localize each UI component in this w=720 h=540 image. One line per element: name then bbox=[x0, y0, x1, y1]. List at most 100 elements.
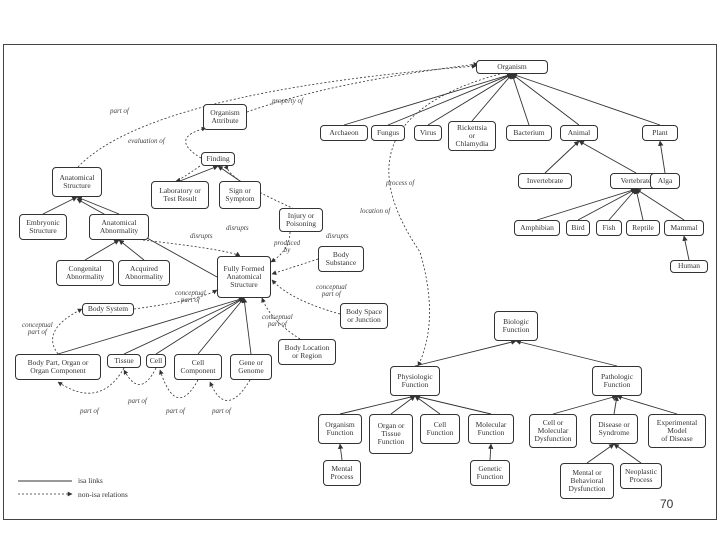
node-anatomical-structure: Anatomical Structure bbox=[52, 167, 102, 197]
isa-edge-physiologic-function-to-biologic-function bbox=[414, 339, 517, 367]
node-tissue: Tissue bbox=[107, 354, 141, 368]
relation-label-location-of-1: location of bbox=[360, 207, 391, 215]
node-animal: Animal bbox=[560, 125, 598, 141]
isa-edge-bacterium-to-organism bbox=[510, 73, 530, 126]
isa-edge-molecular-function-to-physiologic-function bbox=[414, 394, 492, 415]
node-organism-attribute: Organism Attribute bbox=[203, 104, 247, 130]
relation-label-disrupts-3: disrupts bbox=[190, 232, 213, 240]
isa-edge-amphibian-to-vertebrate bbox=[536, 187, 637, 221]
node-injury-poisoning: Injury or Poisoning bbox=[279, 208, 323, 232]
isa-edge-genetic-function-to-molecular-function bbox=[488, 443, 494, 461]
relation-edge-part-of-organism bbox=[77, 63, 477, 168]
relation-edge-part-of-b1 bbox=[57, 367, 125, 394]
relation-edge-adjacent-part-of bbox=[52, 308, 83, 355]
diagram-frame bbox=[3, 44, 717, 520]
isa-edge-reptile-to-vertebrate bbox=[634, 188, 644, 221]
node-fully-formed: Fully Formed Anatomical Structure bbox=[217, 256, 271, 298]
relation-label-part-of-b4: part of bbox=[212, 407, 231, 415]
legend-isa-label: isa links bbox=[78, 476, 103, 485]
relation-edge-evaluation-of bbox=[185, 126, 207, 159]
node-congenital-abnormality: Congenital Abnormality bbox=[56, 260, 114, 286]
node-pathologic-function: Pathologic Function bbox=[592, 366, 642, 396]
node-alga: Alga bbox=[650, 173, 680, 189]
isa-edge-neoplastic-process-to-disease-syndrome bbox=[613, 443, 642, 464]
isa-edge-fish-to-vertebrate bbox=[608, 188, 637, 221]
relation-label-disrupts-1: disrupts bbox=[226, 224, 249, 232]
isa-edge-invertebrate-to-animal bbox=[544, 140, 580, 174]
isa-edge-congenital-abnormality-to-anatomical-abnormality bbox=[84, 239, 120, 261]
relation-label-part-of-b1: part of bbox=[80, 407, 99, 415]
node-cell-component: Cell Component bbox=[174, 354, 222, 380]
relation-edge-conceptual-part-of-2 bbox=[271, 279, 341, 315]
isa-edge-gene-to-fully-formed bbox=[241, 297, 252, 355]
isa-edge-mental-behavioral-to-disease-syndrome bbox=[586, 443, 615, 464]
node-amphibian: Amphibian bbox=[514, 220, 560, 236]
node-body-substance: Body Substance bbox=[318, 246, 364, 272]
relation-edge-part-of-b2 bbox=[123, 367, 157, 385]
node-archaeon: Archaeon bbox=[320, 125, 368, 141]
isa-edge-cell-to-fully-formed bbox=[155, 297, 245, 355]
isa-edge-anatomical-abnormality-to-anatomical-structure bbox=[76, 196, 120, 215]
node-organism: Organism bbox=[476, 60, 548, 74]
isa-edge-plant-to-organism bbox=[511, 73, 661, 126]
isa-edge-pathologic-function-to-biologic-function bbox=[515, 339, 618, 367]
relation-label-part-of-top: part of bbox=[110, 107, 129, 115]
node-mental-process: Mental Process bbox=[323, 460, 361, 486]
isa-edge-cell-molecular-dysfunction-to-pathologic-function bbox=[552, 394, 618, 415]
node-fungus: Fungus bbox=[371, 125, 405, 141]
node-lab-result: Laboratory or Test Result bbox=[151, 181, 209, 209]
relation-label-property-of: property of bbox=[272, 97, 304, 105]
page-number: 70 bbox=[660, 497, 674, 511]
isa-edge-animal-to-organism bbox=[511, 73, 580, 126]
isa-edge-organism-function-to-physiologic-function bbox=[339, 394, 416, 415]
node-bird: Bird bbox=[566, 220, 590, 236]
relation-label-process-of: process of bbox=[386, 179, 415, 187]
isa-edge-alga-to-plant bbox=[658, 140, 666, 174]
node-cell: Cell bbox=[146, 354, 166, 368]
isa-edge-archaeon-to-organism bbox=[343, 72, 513, 126]
isa-edge-virus-to-organism bbox=[427, 73, 513, 126]
isa-edge-vertebrate-to-animal bbox=[578, 140, 637, 174]
node-body-system: Body System bbox=[82, 303, 134, 316]
isa-edge-lab-result-to-finding bbox=[179, 165, 219, 182]
relation-label-part-of-b2: part of bbox=[128, 397, 147, 405]
relation-label-conceptual-part-of-3: conceptual part of bbox=[262, 313, 293, 329]
isa-edge-mental-process-to-organism-function bbox=[337, 443, 344, 461]
node-genetic-function: Genetic Function bbox=[470, 460, 510, 486]
relation-label-disrupts-2: disrupts bbox=[326, 232, 349, 240]
relation-edge-conceptual-part-of-1 bbox=[133, 289, 218, 310]
node-mental-behavioral: Mental or Behavioral Dysfunction bbox=[560, 463, 614, 499]
node-sign-symptom: Sign or Symptom bbox=[219, 181, 261, 209]
node-rickettsia: Rickettsia or Chlamydia bbox=[448, 121, 496, 151]
relation-edge-conceptual-part-of-3 bbox=[261, 297, 301, 340]
isa-edge-rickettsia-to-organism bbox=[471, 73, 513, 122]
relation-edge-finding-sub bbox=[175, 165, 201, 183]
isa-edge-experimental-model-to-pathologic-function bbox=[616, 394, 678, 415]
relation-edge-process-of bbox=[388, 73, 501, 367]
node-finding: Finding bbox=[201, 152, 235, 166]
node-mammal: Mammal bbox=[664, 220, 704, 236]
node-body-space: Body Space or Junction bbox=[340, 303, 388, 329]
isa-edge-body-part-to-fully-formed bbox=[57, 296, 245, 355]
relation-label-conceptual-part-of-2: conceptual part of bbox=[316, 283, 347, 299]
node-cell-function: Cell Function bbox=[420, 414, 460, 444]
node-embryonic-structure: Embryonic Structure bbox=[19, 214, 67, 240]
isa-edge-acquired-abnormality-to-anatomical-abnormality bbox=[118, 239, 145, 261]
node-gene: Gene or Genome bbox=[230, 354, 272, 380]
node-anatomical-abnormality: Anatomical Abnormality bbox=[89, 214, 149, 240]
node-physiologic-function: Physiologic Function bbox=[390, 366, 440, 396]
node-molecular-function: Molecular Function bbox=[468, 414, 514, 444]
relation-edge-part-of-b3 bbox=[159, 369, 199, 399]
relation-edge-disrupts-2 bbox=[142, 239, 241, 257]
legend-non-isa-label: non-isa relations bbox=[78, 490, 128, 499]
node-virus: Virus bbox=[414, 125, 442, 141]
node-disease-syndrome: Disease or Syndrome bbox=[590, 414, 638, 444]
node-cell-molecular-dysfunction: Cell or Molecular Dysfunction bbox=[529, 414, 577, 448]
isa-edge-human-to-mammal bbox=[682, 235, 690, 261]
node-bacterium: Bacterium bbox=[506, 125, 552, 141]
node-body-part: Body Part, Organ or Organ Component bbox=[15, 354, 101, 380]
relation-label-evaluation-of: evaluation of bbox=[128, 137, 165, 145]
node-organism-function: Organism Function bbox=[318, 414, 362, 444]
node-experimental-model: Experimental Model of Disease bbox=[648, 414, 706, 448]
